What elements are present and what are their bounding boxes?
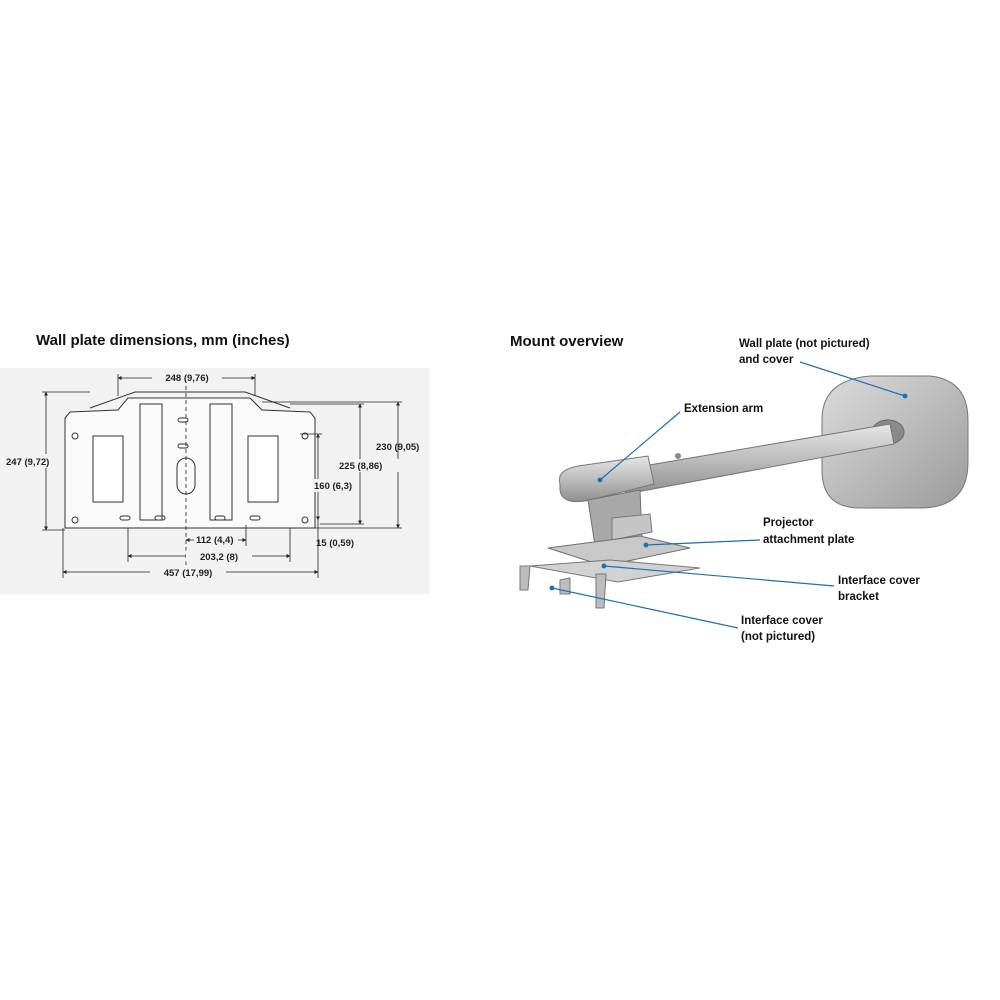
dim-slot-offset: 15 (0,59) xyxy=(316,538,354,549)
mount-illustration xyxy=(519,375,969,609)
arm-knob xyxy=(675,453,681,459)
wall-plate-dimensions-title: Wall plate dimensions, mm (inches) xyxy=(36,332,290,349)
callout-projector-plate: Projector attachment plate xyxy=(763,517,854,546)
right-cutout xyxy=(247,435,279,503)
callout-wall-plate: Wall plate (not pictured) and cover xyxy=(739,338,873,366)
slot-hole xyxy=(214,515,226,521)
slot-hole xyxy=(249,515,261,521)
callout-extension-arm: Extension arm xyxy=(684,403,763,415)
arm-joint-housing xyxy=(558,455,655,503)
dim-center-offset: 112 (4,4) xyxy=(196,535,234,546)
dim-right-inner-height: 225 (8,86) xyxy=(339,461,382,472)
callout-leaders xyxy=(549,361,908,629)
dim-left-height: 247 (9,72) xyxy=(6,457,49,468)
slot-hole xyxy=(154,515,166,521)
callout-interface-cover: Interface cover (not pictured) xyxy=(741,615,826,643)
interface-cover-bracket xyxy=(529,559,701,583)
mount-overview-title: Mount overview xyxy=(510,333,624,350)
dim-overall-width: 457 (17,99) xyxy=(164,568,213,579)
mount-hole xyxy=(71,432,79,440)
bracket-leg xyxy=(595,573,607,609)
wall-plate-top-edge xyxy=(89,391,291,409)
callout-labels: Wall plate (not pictured) and cover Exte… xyxy=(684,338,923,643)
dim-right-outer-height: 230 (9,05) xyxy=(376,442,419,453)
left-cutout xyxy=(92,435,124,503)
dim-slot-spacing: 203,2 (8) xyxy=(200,552,238,563)
wall-plate-drawing xyxy=(64,391,316,529)
dimension-lines xyxy=(42,374,402,578)
dim-slot-height: 160 (6,3) xyxy=(314,481,352,492)
slot-hole xyxy=(119,515,131,521)
callout-interface-bracket: Interface cover bracket xyxy=(838,575,923,603)
projector-attachment-plate xyxy=(547,535,691,567)
bracket-leg xyxy=(519,565,531,591)
slot-hole xyxy=(177,443,189,449)
mount-hole xyxy=(301,432,309,440)
mount-hole xyxy=(71,516,79,524)
dim-top-width: 248 (9,76) xyxy=(165,373,208,384)
tilt-hinge xyxy=(611,513,653,541)
mount-hole xyxy=(301,516,309,524)
left-slot-channel xyxy=(139,403,163,521)
slot-hole xyxy=(177,417,189,423)
dimension-labels: 248 (9,76) 247 (9,72) 230 (9,05) 225 (8,… xyxy=(4,370,419,579)
